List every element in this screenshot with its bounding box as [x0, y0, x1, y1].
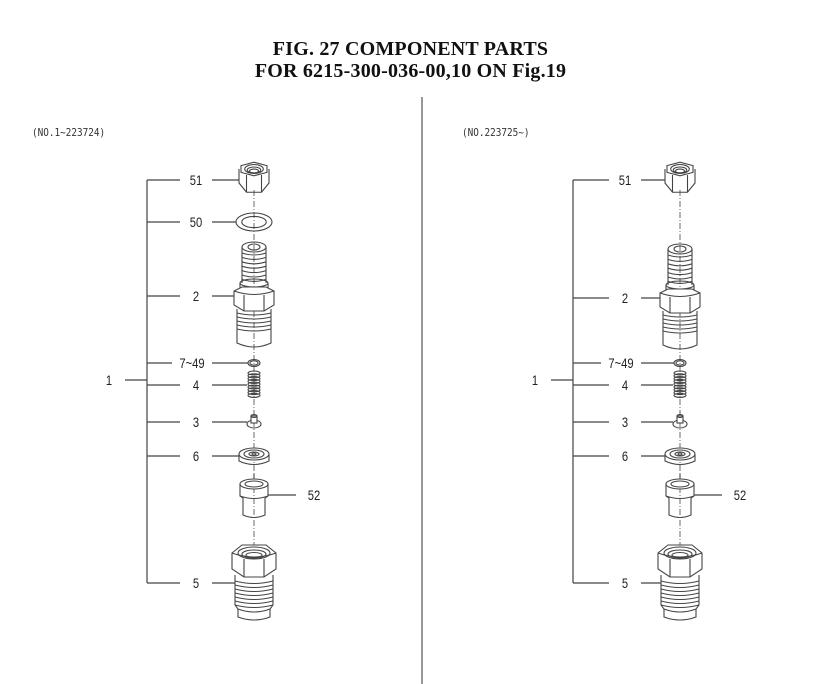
right-seat-6	[664, 447, 696, 466]
left-seat-6	[238, 447, 270, 466]
right-assembly-label: 1	[519, 373, 551, 387]
left-callout-washer: 50	[180, 215, 212, 229]
figure-title-line1: FIG. 27 COMPONENT PARTS	[272, 38, 549, 60]
right-serial-range: (NO.223725~)	[462, 126, 530, 139]
right-callout-holder: 2	[609, 291, 641, 305]
left-callout-shim: 7~49	[176, 356, 208, 370]
right-callout-52: 52	[724, 488, 756, 502]
right-callout-retaining-nut: 5	[609, 576, 641, 590]
left-callout-valve: 3	[180, 415, 212, 429]
left-assembly-label: 1	[93, 373, 125, 387]
left-callout-seat: 6	[180, 449, 212, 463]
left-retaining-nut-5	[231, 544, 277, 621]
left-callout-retaining-nut: 5	[180, 576, 212, 590]
right-callout-shim: 7~49	[605, 356, 637, 370]
left-serial-range: (NO.1~223724)	[32, 126, 106, 139]
right-callout-spring: 4	[609, 378, 641, 392]
left-callout-holder: 2	[180, 289, 212, 303]
left-nut-51	[238, 161, 270, 193]
right-retaining-nut-5	[657, 544, 703, 621]
right-callout-valve: 3	[609, 415, 641, 429]
right-nozzle-52	[665, 474, 695, 519]
right-holder-2	[659, 243, 701, 350]
figure-title-line2: FOR 6215-300-036-00,10 ON Fig.19	[254, 60, 567, 82]
right-callout-seat: 6	[609, 449, 641, 463]
right-valve-3	[672, 413, 688, 429]
left-callout-nut: 51	[180, 173, 212, 187]
left-spring-4	[247, 370, 261, 398]
left-callout-52: 52	[298, 488, 330, 502]
right-callout-nut: 51	[609, 173, 641, 187]
left-valve-3	[246, 413, 262, 429]
left-nozzle-52	[239, 474, 269, 519]
left-holder-2	[233, 241, 275, 348]
right-nut-51	[664, 161, 696, 193]
left-callout-spring: 4	[180, 378, 212, 392]
right-spring-4	[673, 370, 687, 398]
